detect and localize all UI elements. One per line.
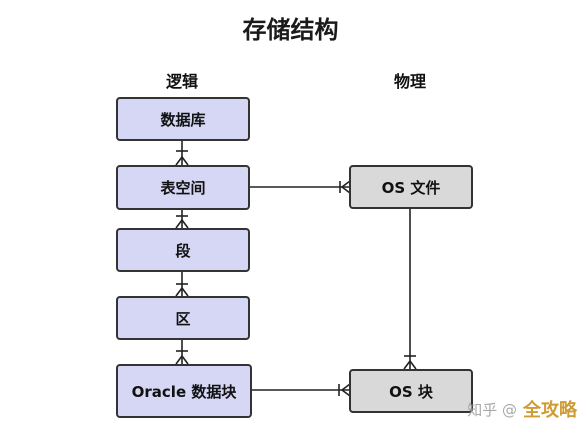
crowfoot-block xyxy=(175,354,189,365)
crowfoot-segment xyxy=(175,218,189,229)
box-oracle-block: Oracle 数据块 xyxy=(116,364,252,418)
crowfoot-tablespace xyxy=(175,155,189,166)
watermark-text: 知乎 @ xyxy=(467,400,517,419)
box-segment: 段 xyxy=(116,228,250,272)
box-extent: 区 xyxy=(116,296,250,340)
crowfoot-osblock-top xyxy=(403,359,417,370)
watermark: 知乎 @ 全攻略 xyxy=(467,396,577,422)
box-os-file: OS 文件 xyxy=(349,165,473,209)
watermark-brand: 全攻略 xyxy=(523,400,577,421)
column-heading-physical: 物理 xyxy=(393,72,426,91)
crowfoot-osfile xyxy=(340,180,351,194)
box-tablespace: 表空间 xyxy=(116,165,250,210)
box-os-block: OS 块 xyxy=(349,369,473,413)
diagram-title: 存储结构 xyxy=(242,16,339,44)
box-database: 数据库 xyxy=(116,97,250,141)
crowfoot-extent xyxy=(175,286,189,297)
crowfoot-osblock-left xyxy=(340,383,351,397)
column-heading-logical: 逻辑 xyxy=(165,72,198,91)
